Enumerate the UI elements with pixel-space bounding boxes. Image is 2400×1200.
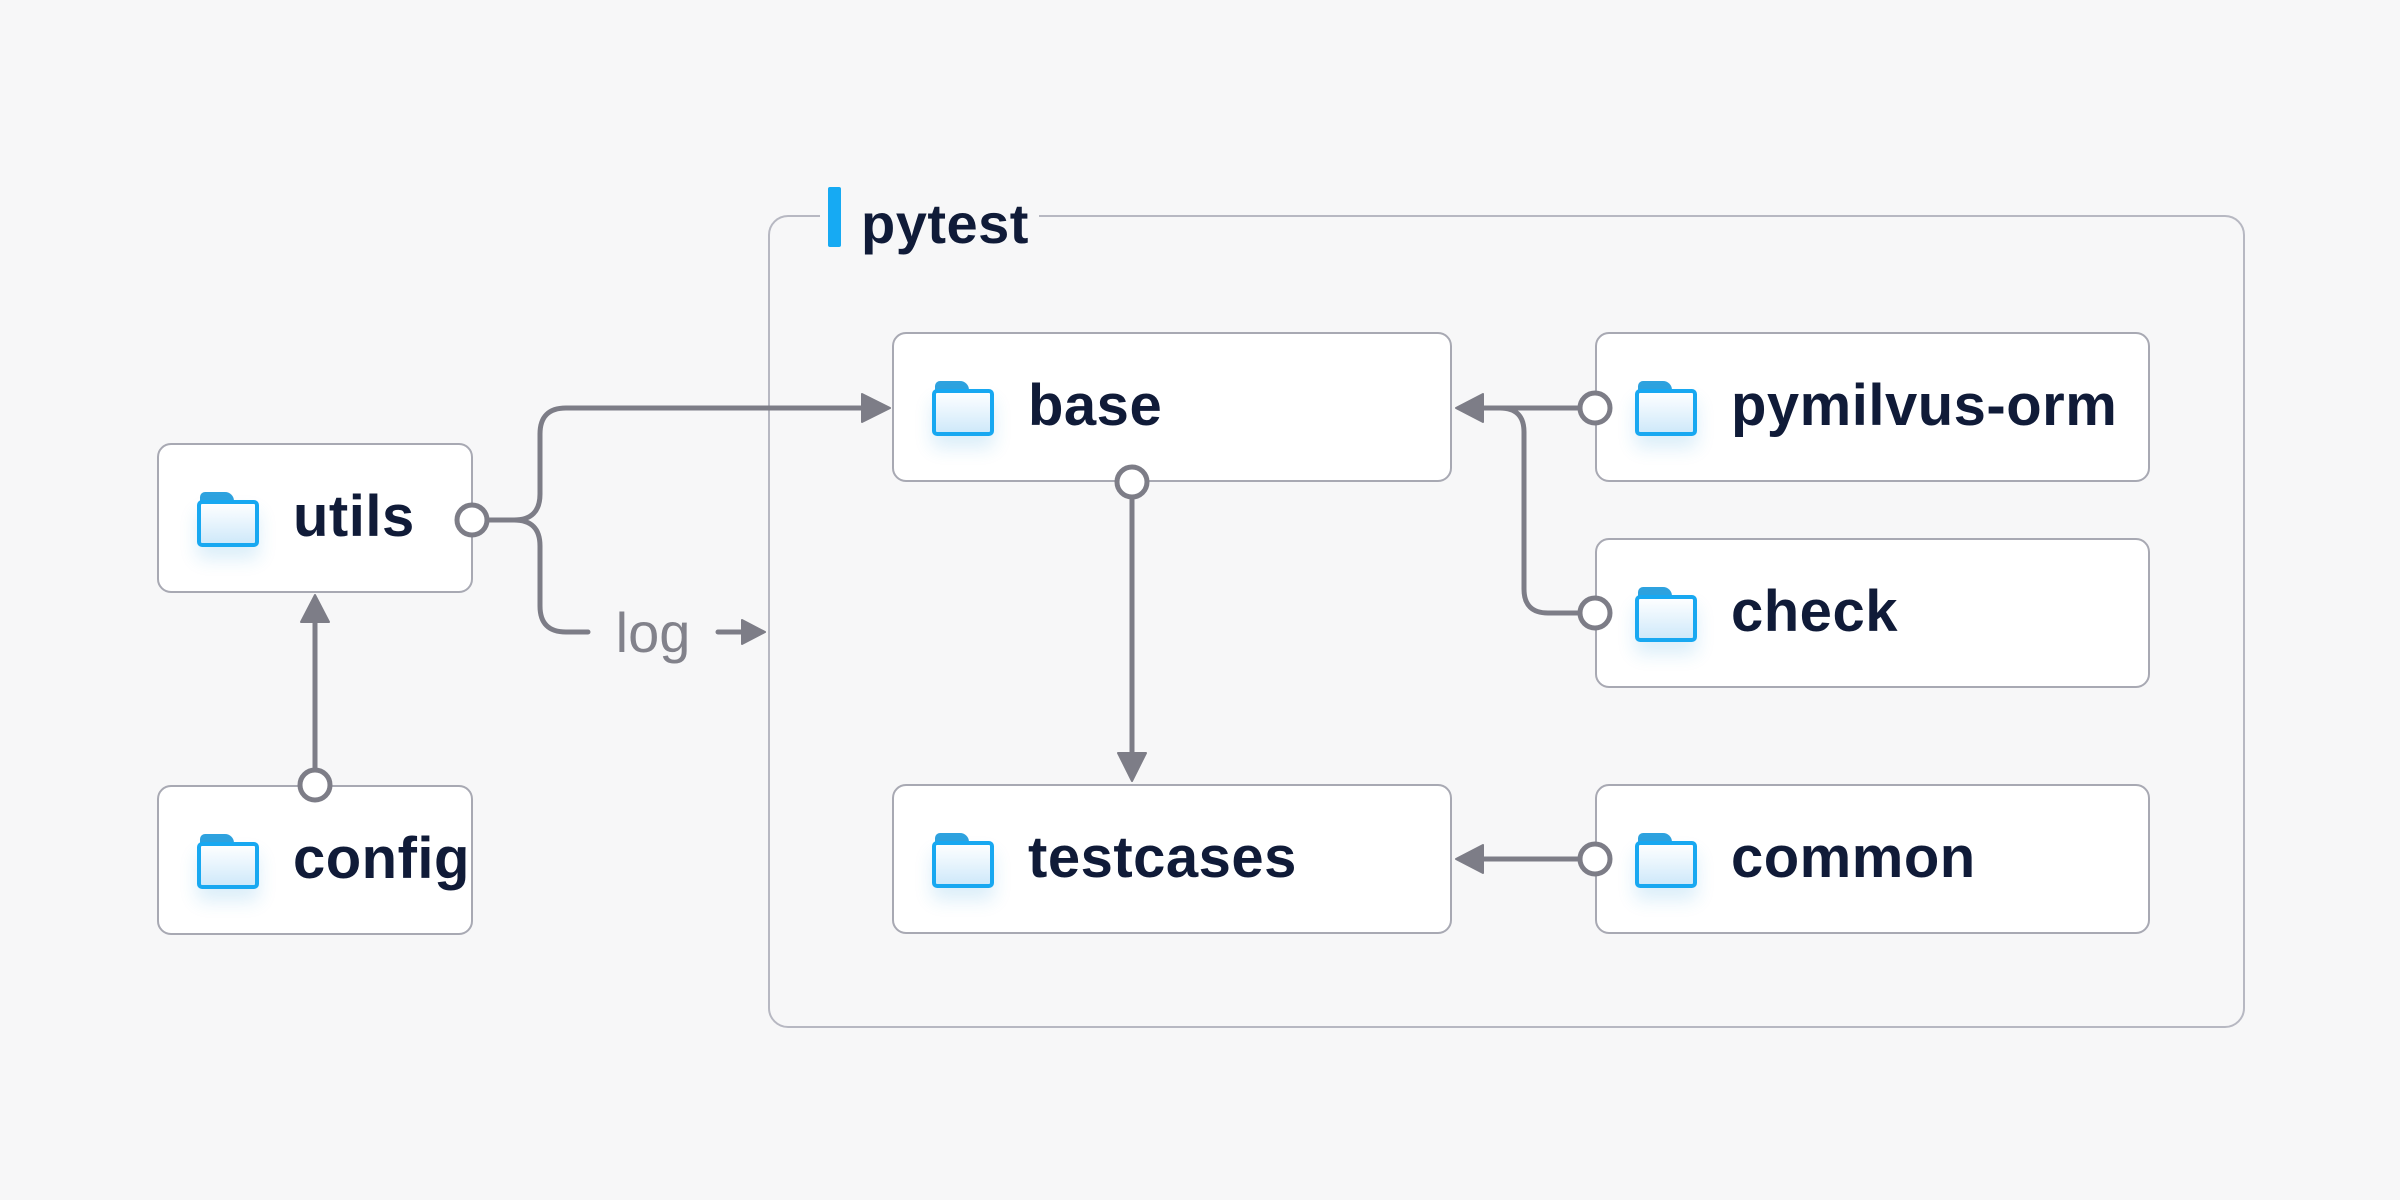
node-utils-label: utils — [293, 483, 415, 549]
folder-icon — [932, 378, 996, 436]
folder-icon — [197, 831, 261, 889]
node-base-label: base — [1028, 372, 1163, 438]
node-testcases-label: testcases — [1028, 824, 1297, 890]
arrowhead-up-icon — [300, 594, 330, 623]
node-common: common — [1595, 784, 2150, 934]
accent-bar-icon — [828, 187, 841, 247]
folder-icon — [1635, 830, 1699, 888]
node-pymilvus-orm-label: pymilvus-orm — [1731, 372, 2118, 438]
node-config-label: config — [293, 825, 470, 891]
folder-icon — [932, 830, 996, 888]
node-utils: utils — [157, 443, 473, 593]
node-pymilvus-orm: pymilvus-orm — [1595, 332, 2150, 482]
edge-config-utils — [297, 594, 333, 803]
edge-utils-log: log — [511, 517, 766, 664]
pytest-group-label: pytest — [820, 187, 1039, 255]
node-base: base — [892, 332, 1452, 482]
node-testcases: testcases — [892, 784, 1452, 934]
folder-icon — [1635, 584, 1699, 642]
group-title: pytest — [861, 191, 1029, 255]
folder-icon — [197, 489, 261, 547]
node-check: check — [1595, 538, 2150, 688]
node-check-label: check — [1731, 578, 1898, 644]
node-common-label: common — [1731, 824, 1976, 890]
node-config: config — [157, 785, 473, 935]
folder-icon — [1635, 378, 1699, 436]
arrowhead-right-icon — [741, 619, 766, 645]
pytest-group: pytest — [768, 187, 2245, 1028]
edge-label-log: log — [616, 601, 691, 664]
